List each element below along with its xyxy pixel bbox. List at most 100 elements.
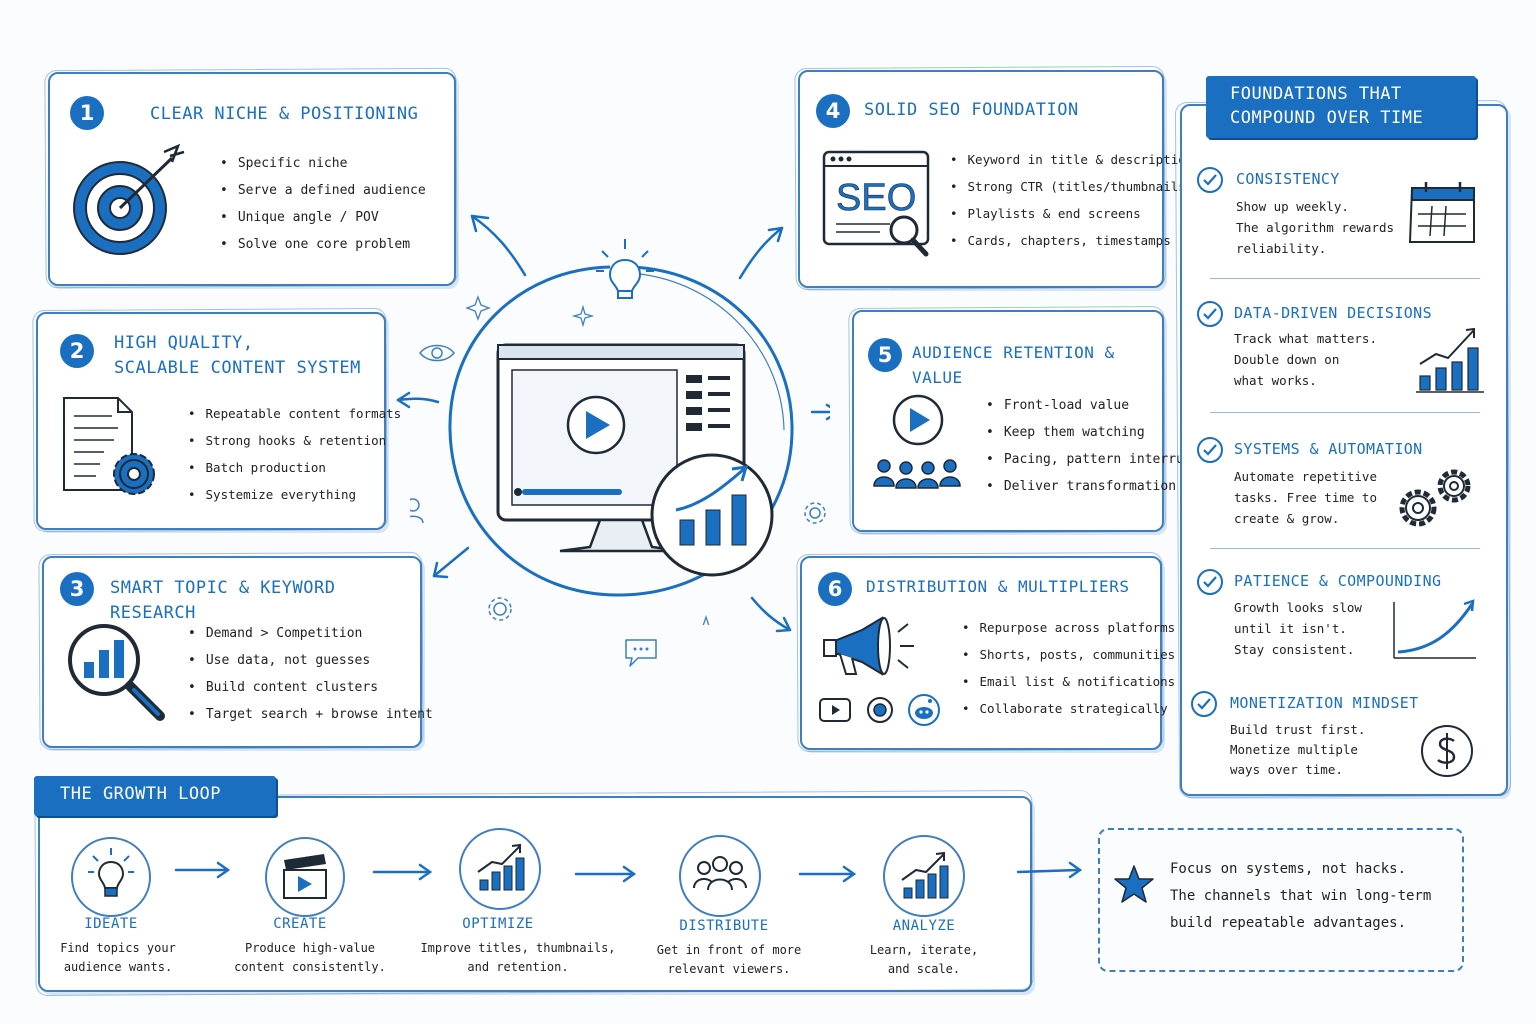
foundations-banner-line2: compound over time (1230, 108, 1424, 128)
bullet-item: Unique angle / POV (220, 204, 426, 231)
foundation-monetization: Monetization mindset Build trust first. … (1190, 690, 1496, 790)
podcast-icon (867, 697, 893, 723)
foundation-desc: Automate repetitive tasks. Free time to … (1234, 466, 1377, 529)
foundation-title: Patience & compounding (1234, 572, 1442, 590)
bullet-item: Pacing, pattern interrupts (986, 446, 1208, 473)
foundations-banner: Foundations that compound over time (1206, 76, 1476, 138)
community-icon (908, 694, 940, 726)
analytics-icon (883, 835, 965, 917)
step-number-badge: 2 (60, 334, 94, 368)
foundation-title: Consistency (1236, 170, 1340, 188)
foundations-banner-line1: Foundations that (1230, 84, 1402, 104)
summary-note-line: The channels that win long-term (1170, 888, 1432, 904)
foundation-divider (1210, 412, 1480, 413)
step-desc-line: and retention. (467, 960, 569, 974)
card-bullets: Repeatable content formats Strong hooks … (188, 400, 402, 508)
check-circle-icon (1197, 301, 1223, 327)
bullet-item: Keep them watching (986, 419, 1207, 446)
bullet-item: Keyword in title & description (950, 146, 1194, 173)
card-title: Solid SEO foundation (864, 100, 1079, 120)
foundation-desc-line: what works. (1234, 373, 1317, 388)
card-title: Distribution & multipliers (866, 577, 1130, 596)
gear-small-deco-icon (804, 502, 826, 524)
bullet-item: Target search + browse intent (188, 701, 433, 728)
foundation-systems: Systems & automation Automate repetitive… (1196, 436, 1496, 536)
clapperboard-icon (265, 837, 345, 917)
step-label: IDEATE (84, 916, 138, 932)
chart-icon (459, 828, 541, 910)
step-number-badge: 4 (816, 94, 850, 128)
growth-loop-panel (38, 796, 1032, 992)
card-topic-research: 3 Smart topic & keyword research Demand … (42, 556, 433, 748)
foundation-desc: Build trust first. Monetize multiple way… (1230, 720, 1365, 780)
gears-icon (1399, 469, 1471, 527)
bullet-item: Systemize everything (188, 481, 401, 508)
gear-deco-icon (488, 597, 512, 621)
center-hub-graphic (410, 239, 794, 625)
magnifier-chart-icon (68, 624, 165, 721)
bullet-item: Demand > Competition (188, 620, 433, 647)
bullet-item: Email list & notifications (962, 668, 1176, 695)
bullet-item: Use data, not guesses (188, 647, 433, 674)
bullet-item: Solve one core problem (220, 231, 426, 258)
bullet-item: Deliver transformation (986, 473, 1207, 500)
foundation-desc-line: Double down on (1234, 352, 1340, 367)
card-clear-niche: 1 Clear niche & positioning Specific nic… (48, 72, 456, 286)
bullet-item: Specific niche (220, 150, 426, 177)
step-desc-line: content consistently. (234, 960, 386, 974)
step-desc: Improve titles, thumbnails, and retentio… (418, 939, 618, 977)
card-title-line2: scalable content system (114, 358, 361, 378)
card-title-line1: High quality, (114, 333, 254, 353)
star-icon (1114, 865, 1154, 903)
card-bullets: Front-load value Keep them watching Paci… (986, 392, 1208, 500)
audience-play-icon (873, 394, 961, 489)
foundation-desc-line: Monetize multiple (1230, 742, 1358, 757)
foundation-desc: Track what matters. Double down on what … (1234, 328, 1377, 391)
seo-browser-icon: SEO (822, 150, 930, 257)
check-circle-icon (1197, 437, 1223, 463)
step-desc-line: audience wants. (63, 960, 173, 974)
foundation-desc-line: Growth looks slow (1234, 600, 1362, 615)
bar-chart-icon (1416, 327, 1484, 393)
summary-note-text: Focus on systems, not hacks. The channel… (1170, 856, 1431, 937)
card-distribution: 6 Distribution & multipliers Repurpose a… (800, 556, 1175, 750)
foundation-desc-line: reliability. (1236, 241, 1327, 256)
step-desc-line: Get in front of more (656, 943, 802, 957)
summary-note-line: build repeatable advantages. (1170, 915, 1407, 931)
seo-icon-text: SEO (836, 177, 916, 219)
step-desc: Get in front of more relevant viewers. (654, 941, 804, 979)
step-desc: Find topics your audience wants. (48, 939, 188, 977)
people-icon (679, 835, 761, 917)
step-number-badge: 1 (70, 96, 104, 130)
foundation-desc-line: Show up weekly. (1236, 199, 1349, 214)
foundation-desc: Growth looks slow until it isn't. Stay c… (1234, 597, 1362, 660)
bullet-item: Repeatable content formats (188, 400, 402, 427)
growth-loop-arrows (174, 861, 1083, 883)
step-number-badge: 3 (60, 572, 94, 606)
megaphone-icon (823, 616, 914, 676)
foundation-desc-line: ways over time. (1230, 762, 1343, 777)
check-circle-icon (1191, 691, 1217, 717)
bullet-item: Batch production (188, 454, 401, 481)
hub-arrows (396, 214, 830, 633)
foundation-desc-line: Track what matters. (1234, 331, 1377, 346)
speech-bubble-deco-icon (625, 639, 657, 667)
foundation-desc: Show up weekly. The algorithm rewards re… (1236, 196, 1394, 259)
step-desc: Produce high-value content consistently. (230, 939, 390, 977)
foundation-desc-line: until it isn't. (1234, 621, 1347, 636)
foundations-panel (1180, 104, 1508, 796)
foundation-divider (1210, 548, 1480, 549)
card-title: Clear niche & positioning (150, 104, 419, 124)
step-number-badge: 6 (818, 572, 852, 606)
foundation-consistency: Consistency Show up weekly. The algorith… (1196, 166, 1496, 266)
bullet-item: Playlists & end screens (950, 200, 1193, 227)
card-bullets: Demand > Competition Use data, not guess… (188, 620, 433, 728)
step-desc-line: and scale. (887, 962, 961, 976)
lightbulb-icon (71, 837, 151, 917)
growth-loop-banner-text: The growth loop (60, 784, 222, 804)
bullet-item: Strong hooks & retention (188, 427, 401, 454)
step-label: OPTIMIZE (462, 916, 534, 932)
calendar-icon (1408, 182, 1475, 243)
foundation-desc-line: Automate repetitive (1234, 469, 1377, 484)
step-desc-line: Produce high-value (244, 941, 376, 955)
